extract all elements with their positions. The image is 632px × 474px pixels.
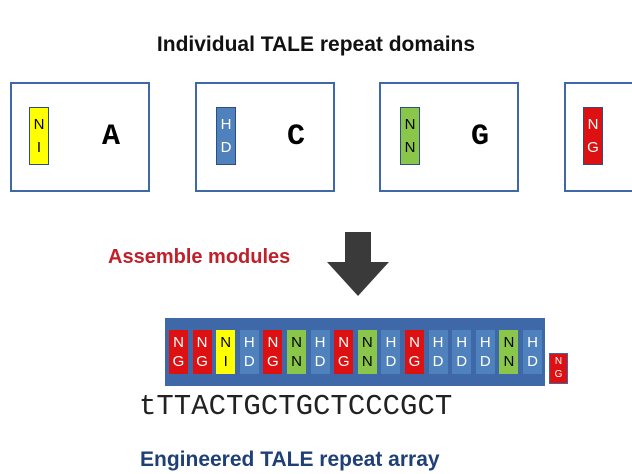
rvd-letter: G: [587, 139, 599, 157]
half-repeat-module: N G: [549, 353, 568, 384]
rvd-letter: N: [196, 333, 208, 351]
rvd-letter: N: [404, 139, 416, 157]
rvd-letter: N: [291, 333, 302, 351]
repeat-module-ng: N G: [583, 107, 603, 165]
domain-box-g: N N G: [379, 82, 519, 192]
rvd-letter: D: [314, 353, 326, 371]
rvd-letter: N: [33, 115, 45, 133]
array-caption: Engineered TALE repeat array: [140, 448, 440, 471]
rvd-letter: H: [432, 333, 444, 351]
down-arrow-icon: [327, 232, 389, 296]
rvd-letter: G: [408, 353, 421, 371]
rvd-letter: N: [173, 333, 184, 351]
assemble-label: Assemble modules: [108, 246, 291, 268]
rvd-letter: D: [220, 139, 232, 157]
rvd-letter: N: [503, 333, 515, 351]
rvd-letter: N: [404, 115, 416, 133]
diagram-title: Individual TALE repeat domains: [156, 33, 476, 56]
rvd-letter: I: [223, 353, 228, 371]
rvd-letter: G: [172, 353, 185, 371]
rvd-letter: H: [479, 333, 491, 351]
rvd-letter: D: [243, 353, 255, 371]
rvd-letter: H: [527, 333, 538, 351]
rvd-letter: N: [409, 333, 420, 351]
rvd-letter: H: [385, 333, 397, 351]
rvd-letter: I: [36, 139, 42, 157]
dna-sequence: tTTACTGCTGCTCCCGCT: [139, 390, 453, 423]
target-base-label: G: [471, 120, 490, 154]
target-base-label: C: [287, 120, 306, 154]
rvd-letter: N: [361, 353, 373, 371]
rvd-letter: D: [479, 353, 491, 371]
rvd-letter: G: [196, 353, 208, 371]
rvd-letter: N: [267, 333, 279, 351]
target-base-label: A: [102, 120, 121, 154]
rvd-letter: H: [314, 333, 326, 351]
rvd-letter: G: [337, 353, 350, 371]
domain-box-a: N I A: [10, 82, 150, 192]
rvd-letter: D: [456, 353, 468, 371]
rvd-letter: N: [503, 353, 515, 371]
rvd-letter: N: [291, 353, 302, 371]
rvd-letter: N: [220, 333, 232, 351]
rvd-letter: N: [587, 115, 599, 133]
repeat-module-hd: H D: [216, 107, 236, 165]
rvd-letter: N: [554, 356, 563, 367]
domain-box-t: N G: [564, 82, 632, 192]
rvd-letter: H: [243, 333, 255, 351]
rvd-letter: D: [527, 353, 538, 371]
rvd-letter: D: [385, 353, 397, 371]
rvd-letter: G: [267, 353, 279, 371]
rvd-letter: N: [338, 333, 350, 351]
rvd-letter: H: [456, 333, 468, 351]
rvd-letter: D: [432, 353, 444, 371]
rvd-letter: H: [220, 115, 232, 133]
repeat-module-nn: N N: [400, 107, 420, 165]
repeat-module-ni: N I: [29, 107, 49, 165]
rvd-letter: G: [554, 369, 563, 380]
domain-box-c: H D C: [195, 82, 335, 192]
rvd-letter: N: [361, 333, 373, 351]
